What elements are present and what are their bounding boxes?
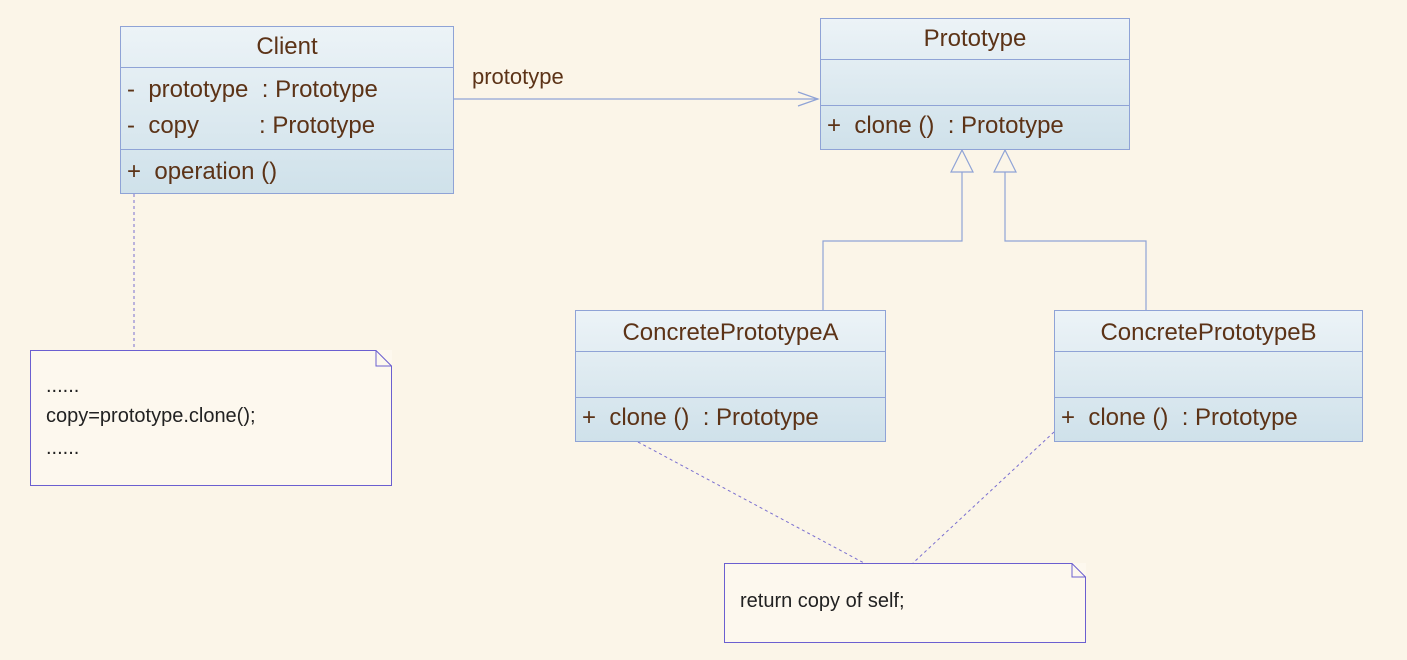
- concrete-note[interactable]: return copy of self;: [724, 563, 1086, 643]
- concrete-note-line: return copy of self;: [740, 590, 905, 612]
- concrete-prototype-a-operation: + clone () : Prototype: [582, 404, 819, 431]
- client-note-line: copy=prototype.clone();: [46, 405, 256, 427]
- prototype-class[interactable]: Prototype + clone () : Prototype: [820, 18, 1130, 150]
- association-arrowhead: [797, 91, 820, 107]
- concrete-prototype-a-name: ConcretePrototypeA: [622, 319, 839, 346]
- concrete-a-note-link: [637, 441, 865, 564]
- concrete-prototype-b-class[interactable]: ConcretePrototypeB + clone () : Prototyp…: [1054, 310, 1363, 442]
- client-attribute: - copy : Prototype: [127, 112, 376, 139]
- concrete-prototype-a-operations: + clone () : Prototype: [576, 397, 885, 436]
- client-attribute: - prototype : Prototype: [127, 76, 378, 103]
- client-note-line: ......: [46, 437, 80, 459]
- client-operations: + operation (): [121, 149, 453, 190]
- client-class-name: Client: [256, 33, 318, 60]
- generalization-line-a: [822, 172, 963, 310]
- client-operation: + operation (): [127, 158, 278, 185]
- generalization-arrow-b: [993, 148, 1017, 173]
- concrete-prototype-a-attributes: [576, 351, 885, 397]
- prototype-operation: + clone () : Prototype: [827, 112, 1064, 139]
- concrete-prototype-b-operations: + clone () : Prototype: [1055, 397, 1362, 436]
- note-shape: [30, 350, 392, 486]
- client-attributes: - prototype : Prototype - copy : Prototy…: [121, 67, 453, 149]
- note-shape: [724, 563, 1086, 643]
- concrete-prototype-b-attributes: [1055, 351, 1362, 397]
- prototype-operations: + clone () : Prototype: [821, 105, 1129, 144]
- concrete-prototype-b-name: ConcretePrototypeB: [1100, 319, 1317, 346]
- concrete-prototype-b-operation: + clone () : Prototype: [1061, 404, 1298, 431]
- client-class[interactable]: Client - prototype : Prototype - copy : …: [120, 26, 454, 194]
- generalization-line-b: [1004, 172, 1147, 310]
- concrete-b-note-link: [912, 431, 1055, 564]
- client-note-line: ......: [46, 375, 80, 397]
- prototype-attributes: [821, 59, 1129, 105]
- prototype-class-name: Prototype: [923, 25, 1027, 52]
- association-label: prototype: [472, 64, 564, 89]
- concrete-prototype-a-class[interactable]: ConcretePrototypeA + clone () : Prototyp…: [575, 310, 886, 442]
- generalization-arrow-a: [950, 148, 974, 173]
- client-note[interactable]: ...... copy=prototype.clone(); ......: [30, 350, 392, 486]
